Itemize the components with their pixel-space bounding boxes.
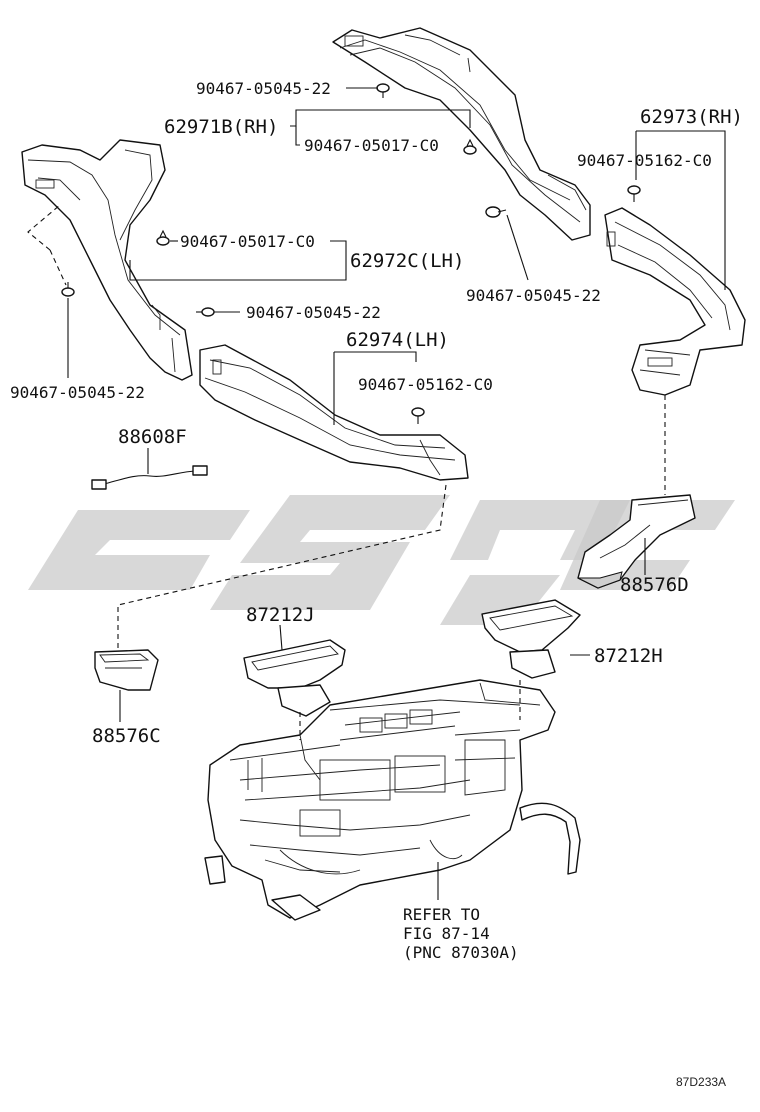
- label-bolt-05162-lh: 90467-05162-C0: [358, 375, 493, 394]
- wire-88608f: [91, 465, 208, 490]
- labels: 90467-05045-22 62971B(RH) 90467-05017-C0…: [10, 79, 743, 1089]
- label-62973: 62973(RH): [640, 106, 743, 128]
- leader-lines: [27, 87, 726, 900]
- clip-icon: [156, 229, 170, 246]
- duct-62973: [604, 207, 746, 396]
- duct-62972c: [21, 139, 193, 381]
- label-bolt-05045-top: 90467-05045-22: [196, 79, 331, 98]
- label-bolt-05045-mid-left: 90467-05045-22: [246, 303, 381, 322]
- screw-icon: [485, 206, 507, 218]
- refer-note-line3: (PNC 87030A): [403, 943, 519, 962]
- label-bolt-05017-lh: 90467-05017-C0: [180, 232, 315, 251]
- refer-note-line2: FIG 87-14: [403, 924, 490, 943]
- label-bolt-05045-left: 90467-05045-22: [10, 383, 145, 402]
- duct-62971b: [332, 27, 591, 241]
- label-62972c: 62972C(LH): [350, 250, 464, 272]
- screw-icon: [376, 83, 390, 98]
- clip-icon: [411, 407, 425, 424]
- label-bolt-05017-rh: 90467-05017-C0: [304, 136, 439, 155]
- label-87212h: 87212H: [594, 645, 663, 667]
- duct-62974: [199, 344, 469, 481]
- screw-icon: [196, 307, 215, 317]
- label-88608f: 88608F: [118, 426, 187, 448]
- figure-code: 87D233A: [676, 1075, 726, 1089]
- clip-icon: [627, 185, 641, 202]
- duct-87212j: [243, 639, 346, 717]
- refer-note-line1: REFER TO: [403, 905, 480, 924]
- label-88576c: 88576C: [92, 725, 161, 747]
- screw-icon: [61, 282, 75, 297]
- label-bolt-05162-rh: 90467-05162-C0: [577, 151, 712, 170]
- duct-87212h: [481, 599, 581, 679]
- duct-88576d: [577, 494, 696, 589]
- fasteners: [61, 83, 641, 424]
- label-62974: 62974(LH): [346, 329, 449, 351]
- label-62971b: 62971B(RH): [164, 116, 278, 138]
- clip-icon: [463, 138, 477, 155]
- label-87212j: 87212J: [246, 604, 315, 626]
- hvac-unit-assembly: [204, 679, 581, 921]
- label-bolt-05045-mid-right: 90467-05045-22: [466, 286, 601, 305]
- label-88576d: 88576D: [620, 574, 689, 596]
- duct-88576c: [94, 649, 159, 691]
